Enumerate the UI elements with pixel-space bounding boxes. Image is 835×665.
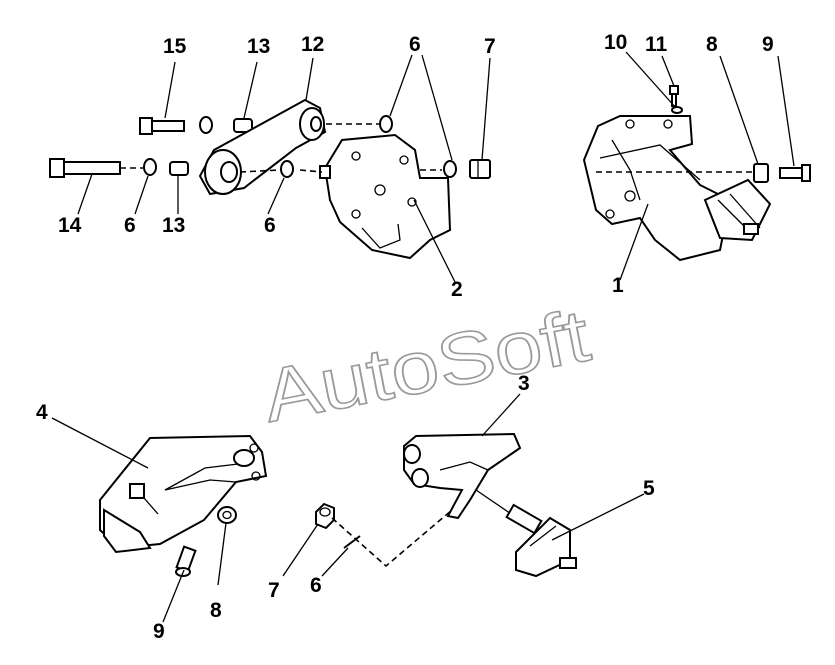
callout-9-lower: 9: [153, 620, 165, 643]
bolt-15: [139, 117, 185, 135]
leader-lines: [51, 51, 795, 623]
callout-6-lower: 6: [310, 574, 322, 597]
mount-5: [505, 503, 577, 578]
bracket-3: [403, 432, 522, 521]
washer-6-upper: [199, 116, 213, 134]
callout-5: 5: [643, 477, 655, 500]
washer-6-lower: [343, 535, 361, 549]
callout-8-lower: 8: [210, 599, 222, 622]
washer-6-lower-left: [143, 158, 157, 176]
bracket-4: [99, 434, 268, 554]
bushing-13-lower: [169, 161, 189, 176]
callout-14: 14: [58, 214, 82, 237]
torque-rod-assembly: [49, 98, 393, 196]
callout-11: 11: [645, 33, 668, 56]
callout-12: 12: [301, 33, 324, 56]
bracket-2: [299, 133, 452, 260]
bolt-9-lower: [175, 545, 197, 577]
washer-6-right: [379, 115, 393, 133]
callout-15: 15: [163, 35, 187, 58]
callout-13-lower: 13: [162, 214, 185, 237]
callout-2: 2: [451, 278, 463, 301]
watermark: AutoSoft: [256, 293, 596, 438]
callout-6-left: 6: [124, 214, 136, 237]
callout-7-upper: 7: [484, 35, 496, 58]
washer-6-far-right: [443, 160, 457, 178]
washer-6-lower-mid: [280, 160, 294, 178]
callout-1: 1: [612, 274, 624, 297]
nut-8-lower: [217, 506, 237, 524]
callout-3: 3: [518, 372, 530, 395]
callout-4: 4: [36, 401, 48, 424]
nut-7-lower: [315, 502, 335, 530]
callout-10: 10: [604, 31, 627, 54]
bolt-9-upper: [779, 164, 811, 182]
nut-8-upper: [753, 163, 769, 183]
bolt-14: [49, 158, 121, 178]
callout-8-upper: 8: [706, 33, 718, 56]
callout-7-lower: 7: [268, 579, 280, 602]
washer-10: [671, 106, 683, 114]
callout-9-upper: 9: [762, 33, 774, 56]
callout-6-upper: 6: [409, 33, 421, 56]
bracket-1: [582, 115, 772, 262]
torque-rod-12: [198, 98, 327, 196]
bushing-13-upper: [233, 118, 253, 133]
nut-7-upper: [469, 159, 491, 179]
callout-6-mid: 6: [264, 214, 276, 237]
callout-13-upper: 13: [247, 35, 270, 58]
assembly-path-dash: [331, 509, 453, 568]
